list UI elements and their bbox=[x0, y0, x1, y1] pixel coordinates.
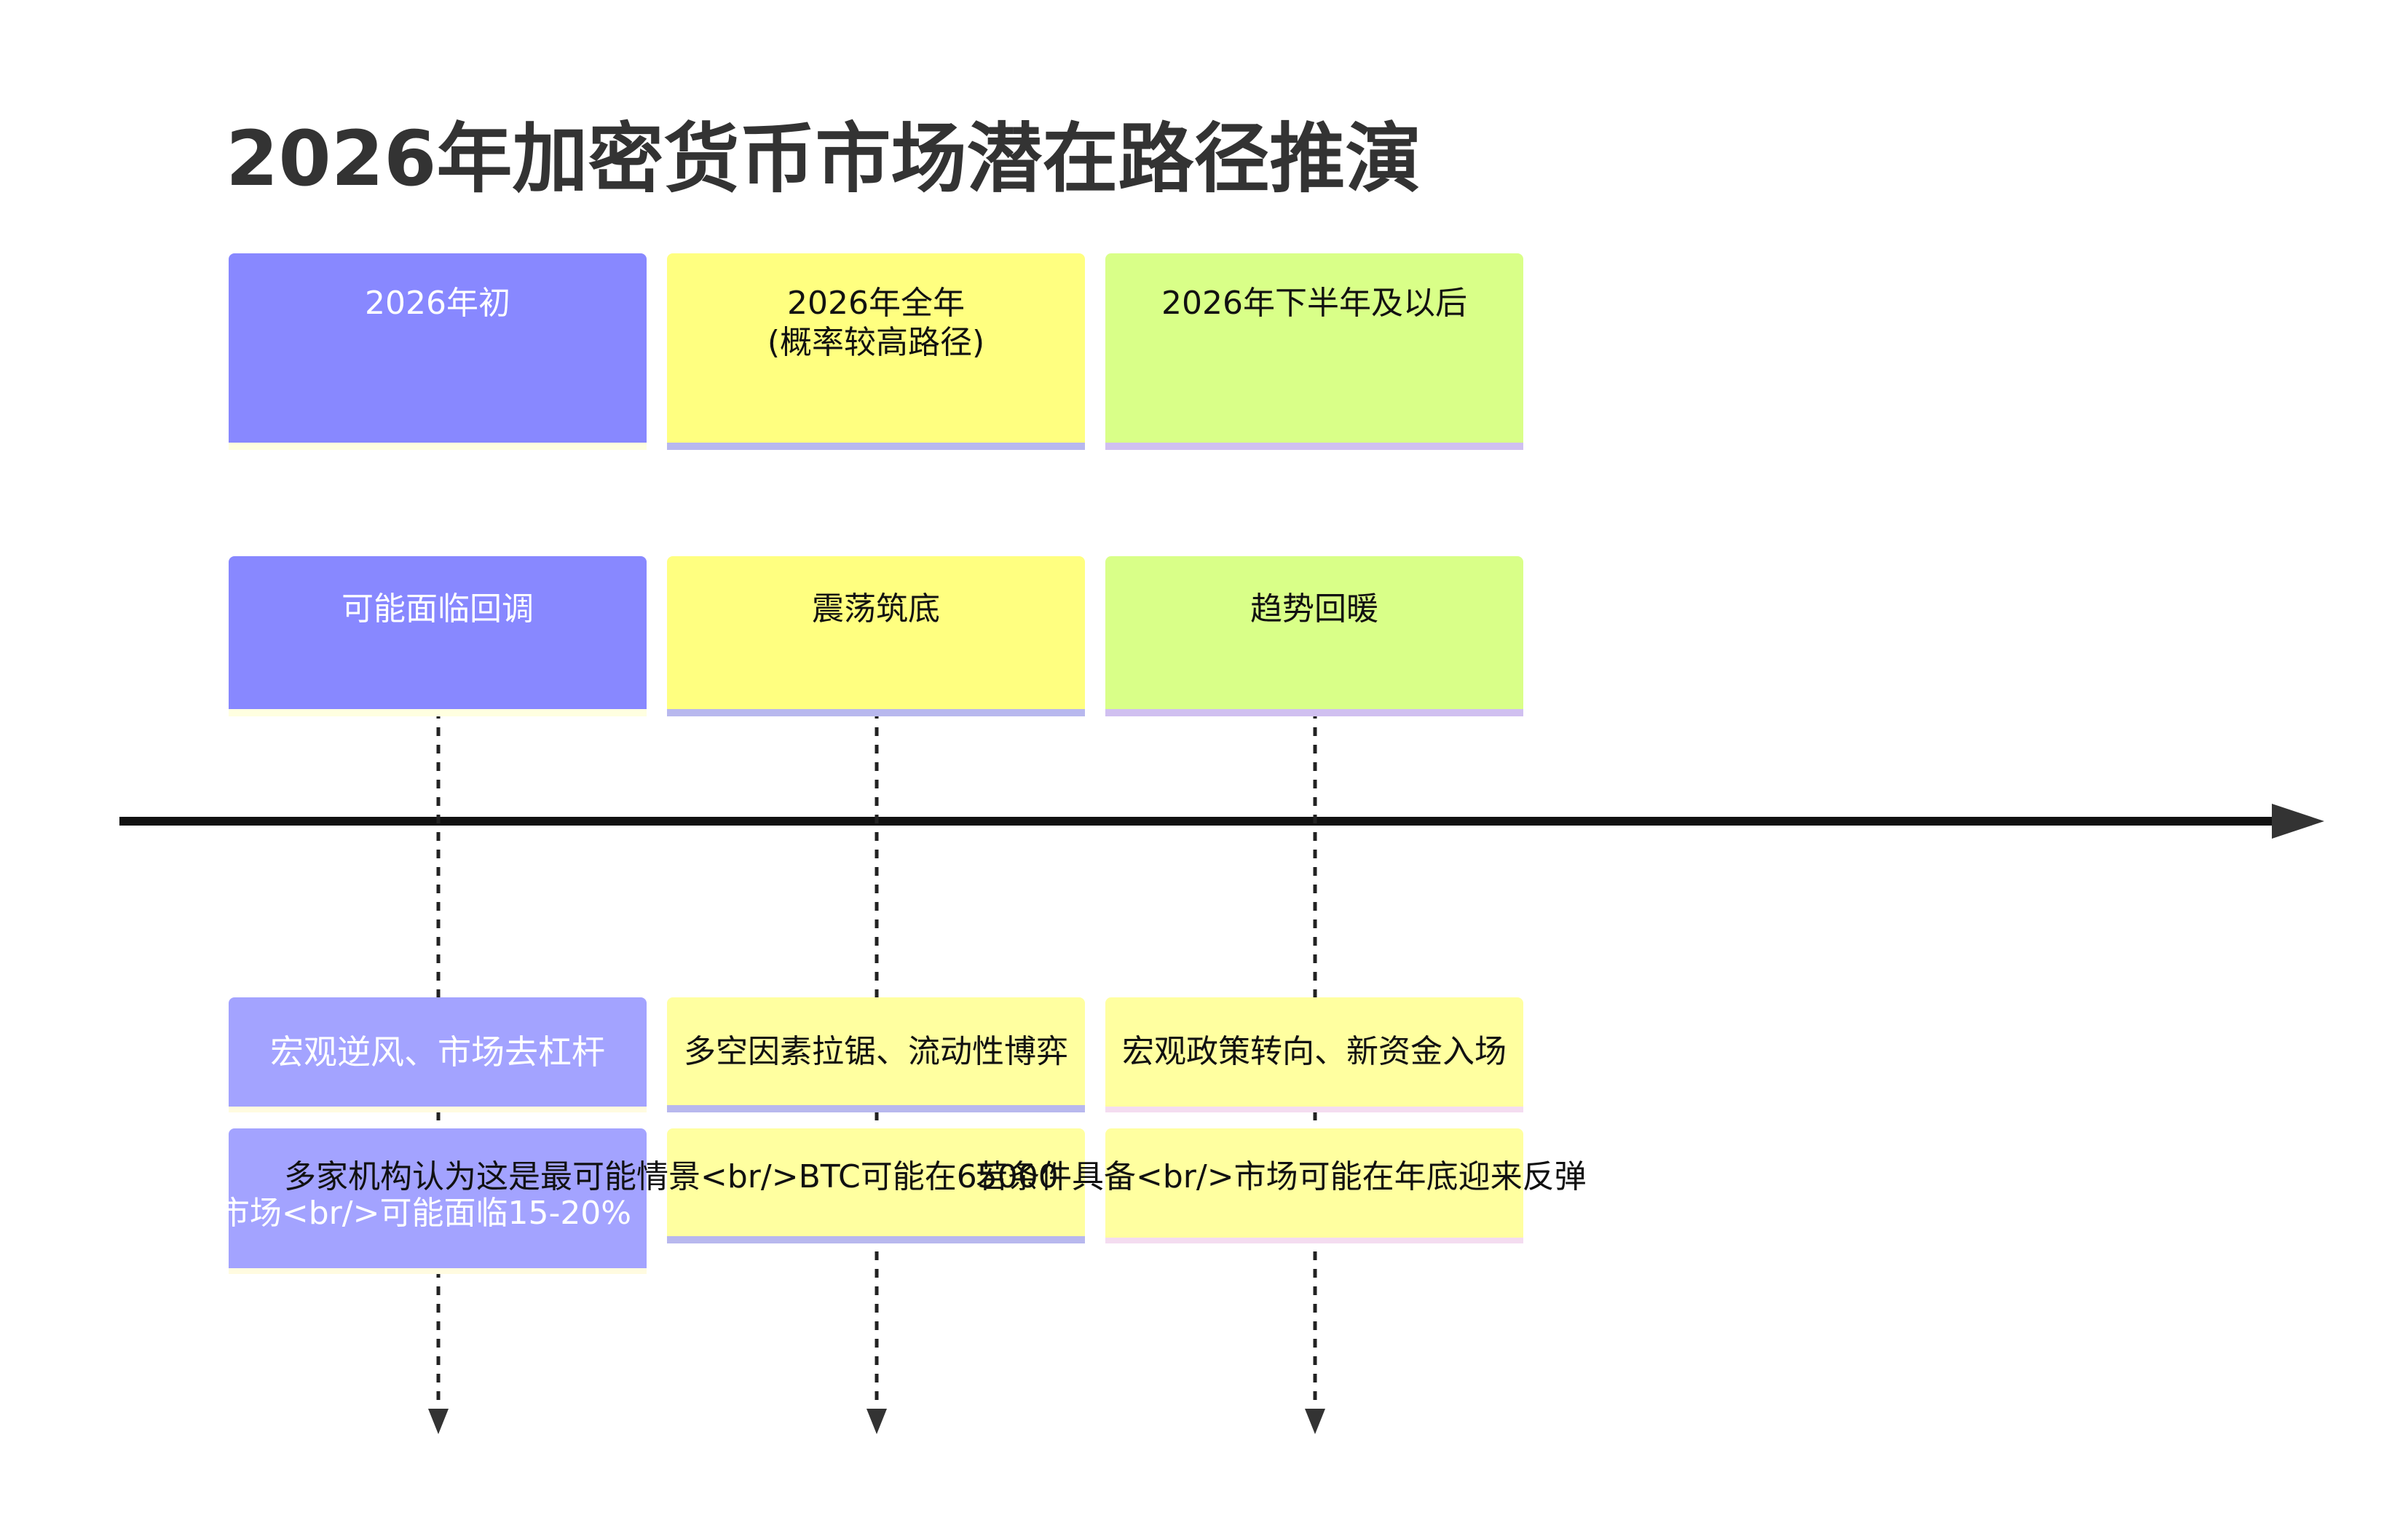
period-header-3-label: 2026年下半年及以后 bbox=[1161, 285, 1467, 322]
driver-2: 多空因素拉锯、流动性博弈 bbox=[667, 997, 1085, 1112]
timeline-arrow-head bbox=[2272, 804, 2324, 839]
detail-2-overflow: 多家机构认为这是最可能情景<br/>BTC可能在65000 bbox=[284, 1158, 1059, 1195]
period-header-2: 2026年全年 (概率较高路径) bbox=[667, 253, 1085, 450]
period-header-1: 2026年初 bbox=[229, 253, 647, 450]
driver-3: 宏观政策转向、新资金入场 bbox=[1105, 997, 1523, 1112]
milestone-2-label: 震荡筑底 bbox=[812, 590, 940, 628]
detail-1: 熊市场<br/>可能面临15-20% bbox=[229, 1128, 647, 1274]
milestone-1-label: 可能面临回调 bbox=[342, 590, 534, 628]
driver-3-label: 宏观政策转向、新资金入场 bbox=[1122, 1033, 1507, 1070]
milestone-2: 震荡筑底 bbox=[667, 556, 1085, 716]
period-header-3: 2026年下半年及以后 bbox=[1105, 253, 1523, 450]
milestone-3-label: 趋势回暖 bbox=[1250, 590, 1378, 628]
driver-2-label: 多空因素拉锯、流动性博弈 bbox=[684, 1033, 1068, 1070]
detail-1-label: 熊市场<br/>可能面临15-20% bbox=[229, 1195, 632, 1232]
period-header-2-label: 2026年全年 (概率较高路径) bbox=[767, 285, 985, 361]
page-title: 2026年加密货币市场潜在路径推演 bbox=[226, 114, 1421, 203]
driver-1: 宏观逆风、市场去杠杆 bbox=[229, 997, 647, 1112]
connector-col3-arrow bbox=[1305, 1409, 1325, 1434]
driver-1-label: 宏观逆风、市场去杠杆 bbox=[270, 1032, 605, 1072]
connector-col1-arrow bbox=[428, 1409, 449, 1434]
milestone-3: 趋势回暖 bbox=[1105, 556, 1523, 716]
detail-2 bbox=[667, 1128, 1085, 1243]
connector-col2-arrow bbox=[867, 1409, 887, 1434]
milestone-1: 可能面临回调 bbox=[229, 556, 647, 716]
detail-3 bbox=[1105, 1128, 1523, 1243]
period-header-1-label: 2026年初 bbox=[365, 285, 510, 322]
detail-3-overflow: 若条件具备<br/>市场可能在年底迎来反弹 bbox=[976, 1158, 1587, 1195]
